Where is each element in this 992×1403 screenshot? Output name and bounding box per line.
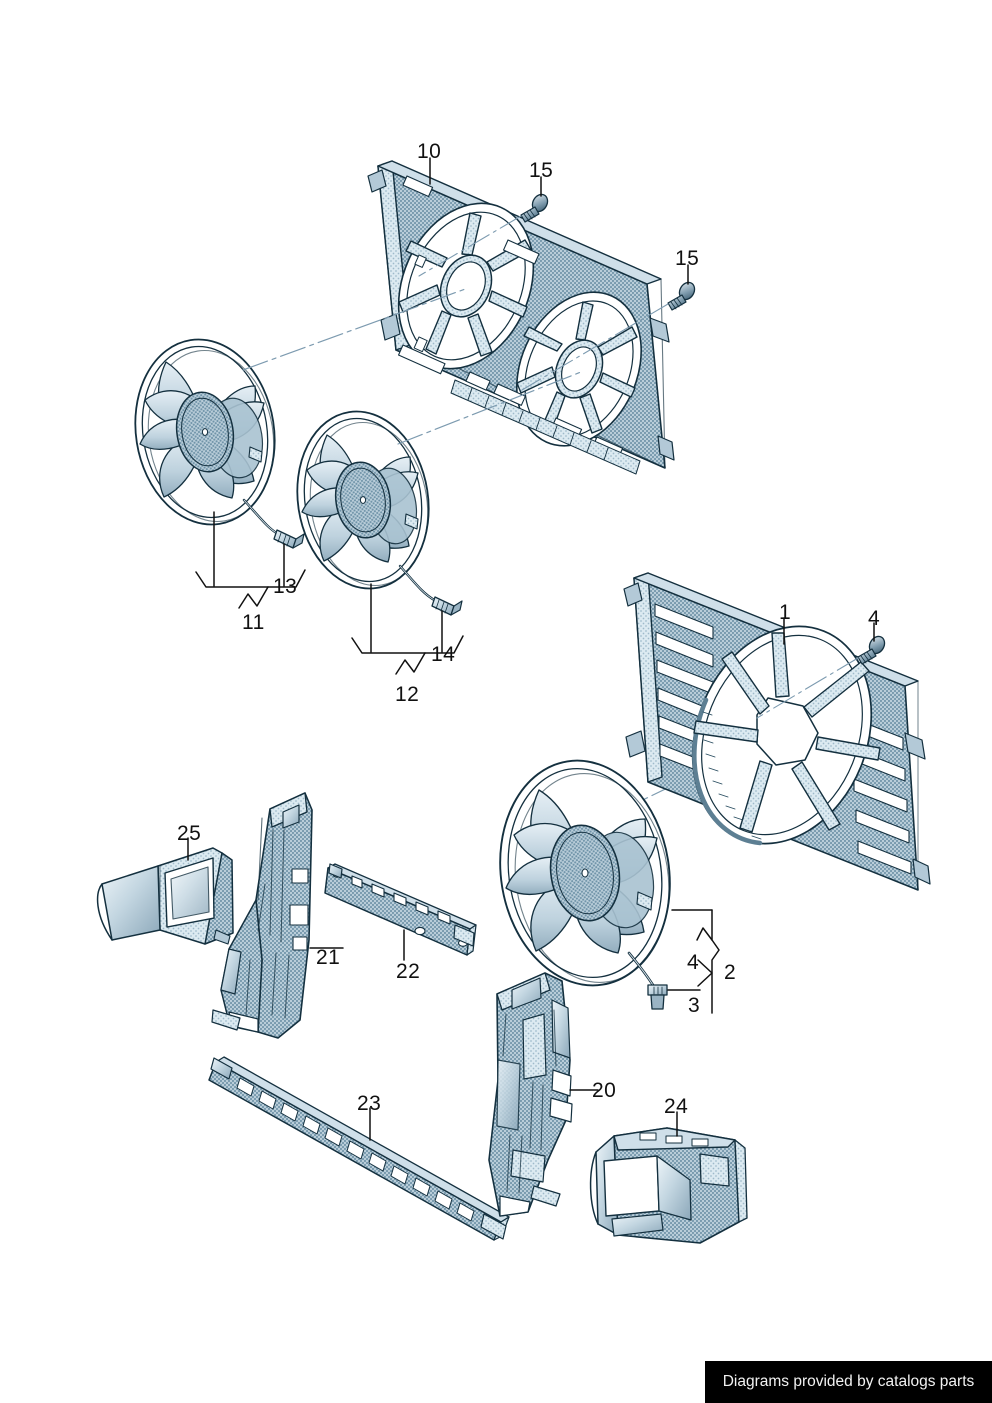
part-25-air-guide-left: [96, 847, 234, 945]
callout-4-upper: 4: [868, 607, 881, 630]
callout-4-lower: 4: [687, 951, 700, 974]
part-24-air-guide-right: [589, 1127, 748, 1244]
callout-20: 20: [592, 1079, 617, 1102]
part-15-bolt-lower: [667, 281, 696, 311]
part-20-air-duct-right: [488, 972, 573, 1217]
part-23-air-guide-lower-rail: [208, 1056, 510, 1241]
connector-right: [431, 596, 463, 616]
part-11-fan-left: [134, 338, 305, 549]
part-21-air-duct-left: [211, 792, 313, 1039]
connector-left: [273, 529, 305, 549]
part-1-single-fan-shroud: [623, 572, 931, 891]
part-10-twin-fan-shroud: [367, 160, 675, 475]
callout-15-lower: 15: [675, 247, 700, 270]
callout-11: 11: [242, 611, 265, 634]
part-2-fan-main: [499, 759, 671, 1010]
callout-14: 14: [431, 643, 456, 666]
callout-15-upper: 15: [529, 159, 554, 182]
callout-13: 13: [273, 575, 298, 598]
part-12-fan-right: [296, 410, 463, 616]
callout-23: 23: [357, 1092, 382, 1115]
watermark-banner: Diagrams provided by catalogs parts: [705, 1361, 992, 1403]
callout-21: 21: [316, 946, 341, 969]
part-15-bolt-upper: [520, 193, 549, 223]
callout-12: 12: [395, 683, 420, 706]
callout-3: 3: [688, 994, 701, 1017]
leader-lines: [187, 157, 875, 1141]
connector-main: [647, 984, 668, 1010]
part-22-air-guide-upper-rail: [324, 863, 477, 956]
callout-10: 10: [417, 140, 442, 163]
callout-22: 22: [396, 960, 421, 983]
watermark-text: Diagrams provided by catalogs parts: [722, 1373, 975, 1390]
part-4-bolt: [857, 635, 886, 665]
callout-24: 24: [664, 1095, 689, 1118]
callout-25: 25: [177, 822, 202, 845]
callout-2: 2: [724, 961, 737, 984]
callout-1: 1: [779, 601, 792, 624]
